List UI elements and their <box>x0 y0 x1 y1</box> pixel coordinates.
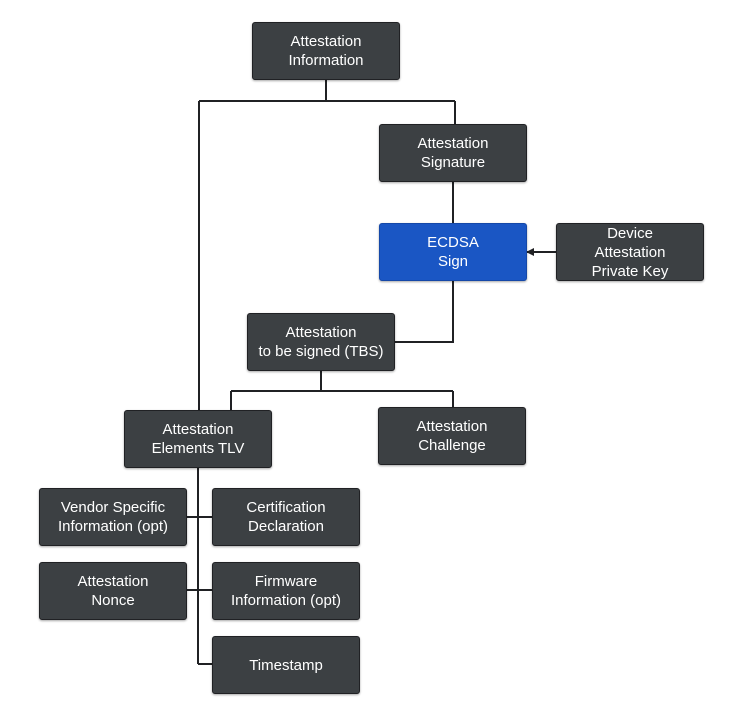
node-timestamp: Timestamp <box>212 636 360 694</box>
node-label: Attestation Challenge <box>416 418 488 454</box>
node-attestation-information: Attestation Information <box>252 22 400 80</box>
node-attestation-tbs: Attestation to be signed (TBS) <box>247 313 395 371</box>
node-label: Vendor Specific Information (opt) <box>57 499 169 535</box>
node-label: Attestation Nonce <box>77 573 149 609</box>
node-ecdsa-sign: ECDSA Sign <box>379 223 527 281</box>
node-label: Firmware Information (opt) <box>230 573 342 609</box>
node-label: Attestation Signature <box>417 135 489 171</box>
node-label: Attestation Elements TLV <box>151 421 245 457</box>
node-label: Attestation to be signed (TBS) <box>258 324 384 360</box>
node-certification-declaration: Certification Declaration <box>212 488 360 546</box>
line-ecdsa-to-tbs <box>394 280 454 343</box>
node-label: Device Attestation Private Key <box>591 224 669 280</box>
node-label: ECDSA Sign <box>427 234 479 270</box>
node-vendor-specific-information: Vendor Specific Information (opt) <box>39 488 187 546</box>
node-attestation-challenge: Attestation Challenge <box>378 407 526 465</box>
node-attestation-nonce: Attestation Nonce <box>39 562 187 620</box>
node-label: Timestamp <box>249 656 323 674</box>
node-device-attestation-private-key: Device Attestation Private Key <box>556 223 704 281</box>
node-label: Certification Declaration <box>246 499 326 535</box>
node-attestation-signature: Attestation Signature <box>379 124 527 182</box>
node-firmware-information: Firmware Information (opt) <box>212 562 360 620</box>
node-attestation-elements-tlv: Attestation Elements TLV <box>124 410 272 468</box>
node-label: Attestation Information <box>288 33 364 69</box>
